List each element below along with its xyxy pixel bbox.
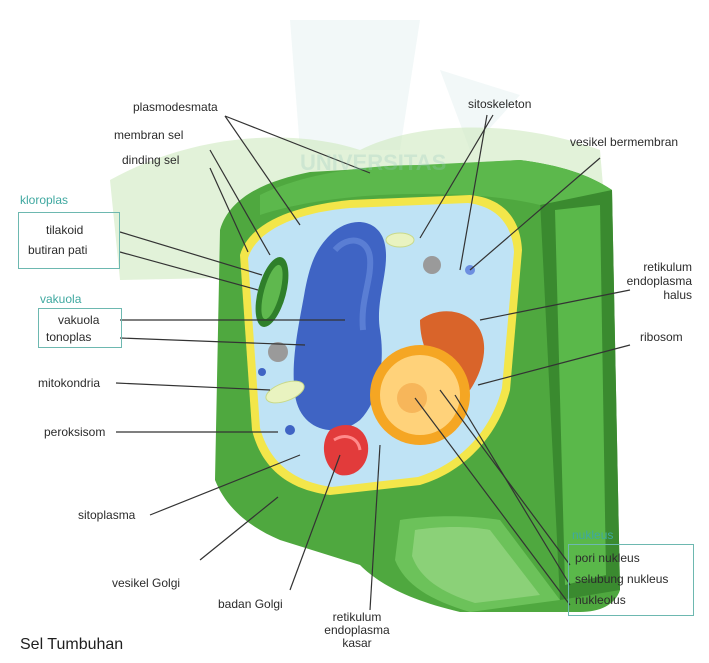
group-box-kloroplas	[18, 212, 120, 269]
group-label-kloroplas: kloroplas	[20, 193, 68, 207]
label-vakuola: vakuola	[58, 313, 99, 327]
peroxisome	[268, 342, 288, 362]
vesicle	[258, 368, 266, 376]
label-sitoskeleton: sitoskeleton	[468, 97, 531, 111]
label-retikulum-kasar-line1: retikulum	[322, 610, 392, 624]
label-nukleolus: nukleolus	[575, 593, 626, 607]
label-butiran-pati: butiran pati	[28, 243, 87, 257]
label-vesikel-golgi: vesikel Golgi	[112, 576, 180, 590]
mitochondrion	[386, 233, 414, 247]
label-sitoplasma: sitoplasma	[78, 508, 135, 522]
label-tonoplas: tonoplas	[46, 330, 91, 344]
watermark-shape	[290, 20, 420, 150]
vesicle	[285, 425, 295, 435]
label-mitokondria: mitokondria	[38, 376, 100, 390]
label-plasmodesmata: plasmodesmata	[133, 100, 218, 114]
label-pori-nukleus: pori nukleus	[575, 551, 640, 565]
label-peroksisom: peroksisom	[44, 425, 105, 439]
diagram-title: Sel Tumbuhan	[20, 636, 123, 654]
group-label-vakuola: vakuola	[40, 292, 81, 306]
label-badan-golgi: badan Golgi	[218, 597, 283, 611]
vesicle	[423, 256, 441, 274]
label-ribosom: ribosom	[640, 330, 683, 344]
label-tilakoid: tilakoid	[46, 223, 83, 237]
group-label-nukleus: nukleus	[572, 528, 613, 542]
label-retikulum-halus-line2: endoplasma	[622, 274, 692, 288]
label-retikulum-kasar-line2: endoplasma	[322, 623, 392, 637]
label-dinding-sel: dinding sel	[122, 153, 179, 167]
label-membran-sel: membran sel	[114, 128, 183, 142]
label-vesikel-bermembran: vesikel bermembran	[570, 135, 678, 149]
watermark-text: UNIVERSITAS	[300, 150, 446, 176]
label-retikulum-halus-line3: halus	[622, 288, 692, 302]
label-retikulum-halus-line1: retikulum	[622, 260, 692, 274]
label-selubung-nukleus: selubung nukleus	[575, 572, 668, 586]
label-retikulum-kasar-line3: kasar	[322, 636, 392, 650]
